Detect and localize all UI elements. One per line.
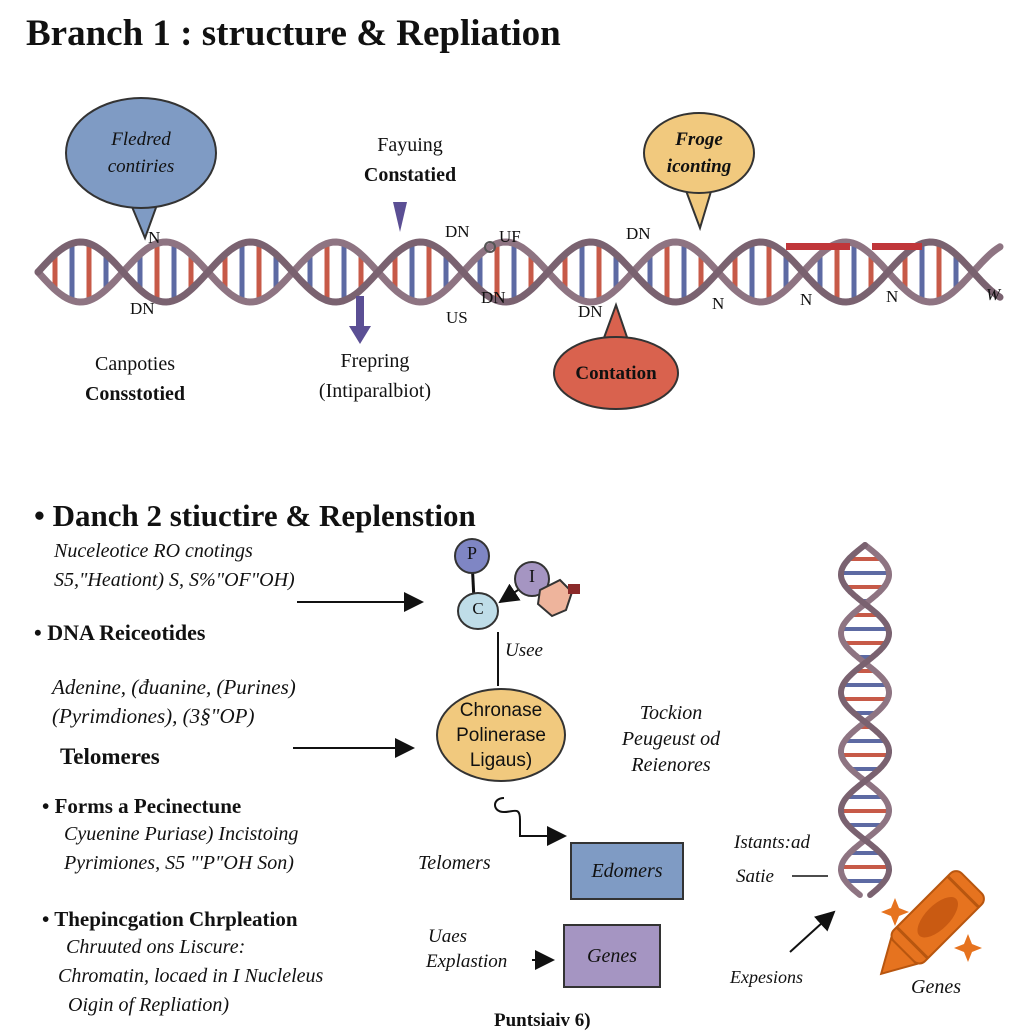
satie-label: Satie (736, 866, 774, 887)
helix-tag: DN (578, 302, 603, 321)
helix-tag: W (986, 285, 1001, 304)
base-circle (514, 561, 550, 597)
nucleotide-molecule (454, 538, 580, 630)
base-label: I (529, 566, 535, 586)
helix-strand-b (838, 542, 892, 898)
callout-line: Froge (675, 129, 723, 150)
enzymes-oval: Chronase Polinerase Ligaus) (436, 688, 566, 782)
helix-tag: N (712, 294, 725, 313)
label-line: Consstotied (84, 383, 185, 405)
fragment-shape (536, 578, 574, 618)
detail-line: Chromatin, locaed in I Nucleleus (58, 965, 324, 987)
telomers-label: Telomers (418, 852, 491, 874)
left-bottom-label: Canpoties Consstotied (60, 349, 210, 409)
label-line: (Intiparalbiot) (318, 380, 432, 402)
label-line: Fayuing (377, 134, 443, 156)
uaes-label: Uaes Explastion (426, 924, 507, 974)
bullet-text: Forms a Pecinectune (54, 794, 242, 818)
oval-line: Ligaus) (469, 749, 533, 771)
arrow-down-icon (393, 202, 407, 232)
intro-text: Nuceleotice RO cnotings S5,"Heationt) S,… (54, 537, 295, 595)
top-center-label: Fayuing Constatied (340, 130, 480, 190)
helix-tag: DN (445, 222, 470, 241)
uaes-line: Explastion (426, 951, 508, 972)
arrow-connector (789, 910, 836, 953)
marker-bar (872, 243, 922, 250)
right-line: Peugeust od (621, 728, 721, 750)
callout-line: iconting (666, 156, 732, 177)
helix-tag: UF (499, 227, 521, 246)
yellow-callout-bubble (643, 112, 755, 232)
genes-label: Genes (911, 976, 961, 998)
detail-line: Cyuenine Puriase) Incistoing (64, 823, 299, 845)
phosphate-circle (454, 538, 490, 574)
vertical-dna-helix (838, 542, 892, 898)
uaes-line: Uaes (428, 926, 468, 947)
blue-callout-bubble (65, 97, 217, 241)
sugar-circle (457, 592, 499, 630)
blue-callout-text: Fledred contiries (66, 98, 216, 208)
sparkle-icon (954, 934, 982, 962)
red-callout-bubble (553, 302, 679, 410)
label-line: Constatied (363, 164, 457, 186)
bullet-chromatin: • Thepincgation Chrpleation (42, 907, 298, 931)
edomers-box: Edomers (570, 842, 684, 900)
helix-strand-a (34, 238, 1004, 306)
oval-line: Polinerase (456, 724, 546, 746)
bullet-text: DNA Reiceotides (47, 620, 206, 645)
middle-bottom-label: Frepring (Intiparalbiot) (295, 346, 455, 406)
horizontal-dna-helix (34, 202, 1004, 344)
intro-line: S5,"Heationt) S, S%"OF"OH) (54, 569, 295, 591)
detail-line: Chruuted ons Liscure: (66, 936, 246, 958)
intro-line: Nuceleotice RO cnotings (54, 540, 253, 562)
marker-bar (786, 243, 850, 250)
genes-box: Genes (563, 924, 661, 988)
arrow-down-icon (349, 296, 371, 344)
oval-line: Chronase (459, 699, 543, 721)
sparkle-icon (881, 898, 909, 926)
expesions-label: Expesions (730, 967, 803, 987)
detail-line: Pyrimiones, S5 "'P"OH Son) (64, 852, 294, 874)
branch2-title-text: Danch 2 stiuctire & Replenstion (52, 498, 476, 533)
helix-tag: DN (481, 288, 506, 307)
crayon-icon (879, 870, 985, 976)
right-line: Reienores (631, 754, 711, 776)
bullet-forms: • Forms a Pecinectune (42, 794, 242, 818)
bases-text: Adenine, (đuanine, (Purines) (Pyrimdione… (52, 673, 296, 731)
helix-rungs (52, 243, 959, 301)
callout-line: contiries (107, 156, 175, 177)
helix-tag: N (800, 290, 813, 309)
right-text: Tockion Peugeust od Reienores (606, 700, 736, 778)
bases-line: (Pyrimdiones), (3§"OP) (52, 704, 255, 728)
callout-line: Fledred (111, 129, 171, 150)
hook-arrow (494, 797, 567, 846)
use-label: Usee (505, 640, 543, 661)
sugar-label: C (472, 599, 484, 618)
label-line: Canpoties (95, 353, 175, 375)
bases-line: Adenine, (đuanine, (Purines) (52, 675, 296, 699)
helix-tag: N (148, 228, 161, 247)
bullet-dna: • DNA Reiceotides (34, 620, 206, 645)
helix-strand-b (34, 238, 1004, 306)
detail-line: Oigin of Repliation) (68, 994, 230, 1016)
telomeres-heading: Telomeres (60, 744, 160, 769)
chromatin-details: Chruuted ons Liscure: Chromatin, locaed … (58, 933, 323, 1020)
helix-tag: DN (626, 224, 651, 243)
bullet-text: Thepincgation Chrpleation (54, 907, 298, 931)
label-line: Frepring (340, 350, 410, 372)
forms-details: Cyuenine Puriase) Incistoing Pyrimiones,… (64, 820, 298, 878)
istantsad-label: Istants:ad (734, 832, 810, 853)
red-callout-text: Contation (575, 362, 657, 384)
branch2-title: • Danch 2 stiuctire & Replenstion (34, 498, 476, 533)
small-circle (484, 241, 496, 253)
helix-tag: N (886, 287, 899, 306)
helix-tag: US (446, 308, 468, 327)
branch1-title: Branch 1 : structure & Repliation (26, 13, 561, 54)
phosphate-label: P (466, 543, 477, 563)
yellow-callout-text: Froge iconting (644, 113, 754, 193)
bottom-cut-text: Puntsiaiv 6) (494, 1010, 591, 1031)
right-line: Tockion (639, 702, 703, 724)
helix-tag: DN (130, 299, 155, 318)
